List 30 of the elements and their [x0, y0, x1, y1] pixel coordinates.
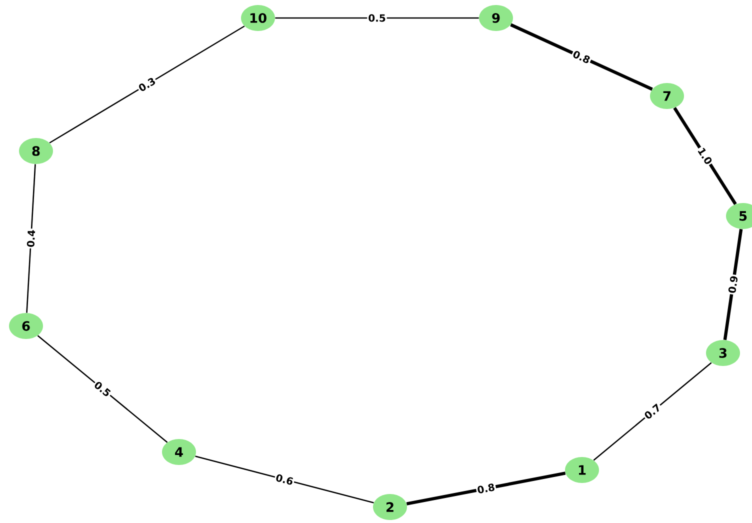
edge-label: 0.8 — [475, 482, 497, 496]
graph-node: 8 — [19, 138, 53, 164]
edge-label: 1.0 — [696, 145, 714, 167]
edge-label: 0.8 — [570, 48, 592, 66]
graph-node: 6 — [9, 313, 43, 339]
edge-line — [195, 456, 374, 504]
edge-label: 0.5 — [92, 379, 114, 399]
edge-label: 0.9 — [726, 274, 740, 295]
edge-label: 0.3 — [136, 75, 158, 94]
graph-node: 10 — [241, 5, 275, 31]
edge-line — [49, 26, 245, 144]
graph-node: 1 — [565, 457, 599, 483]
edge-line — [723, 228, 743, 340]
edge-label: 0.6 — [274, 472, 296, 487]
edge-label: 0.4 — [26, 228, 36, 249]
edge-line — [26, 164, 36, 313]
graph-node: 5 — [726, 203, 752, 229]
edge-line — [673, 107, 737, 205]
edge-line — [406, 472, 566, 506]
graph-node: 4 — [162, 439, 196, 465]
edge-label: 0.7 — [642, 402, 664, 422]
edge-line — [593, 362, 712, 461]
edge-line — [510, 23, 653, 91]
edge-line — [37, 335, 168, 443]
graph-node: 2 — [373, 494, 407, 520]
graph-node: 3 — [706, 340, 740, 366]
edge-line — [275, 17, 479, 19]
graph-node: 7 — [650, 83, 684, 109]
graph-node: 9 — [479, 5, 513, 31]
edge-label: 0.5 — [367, 13, 387, 23]
